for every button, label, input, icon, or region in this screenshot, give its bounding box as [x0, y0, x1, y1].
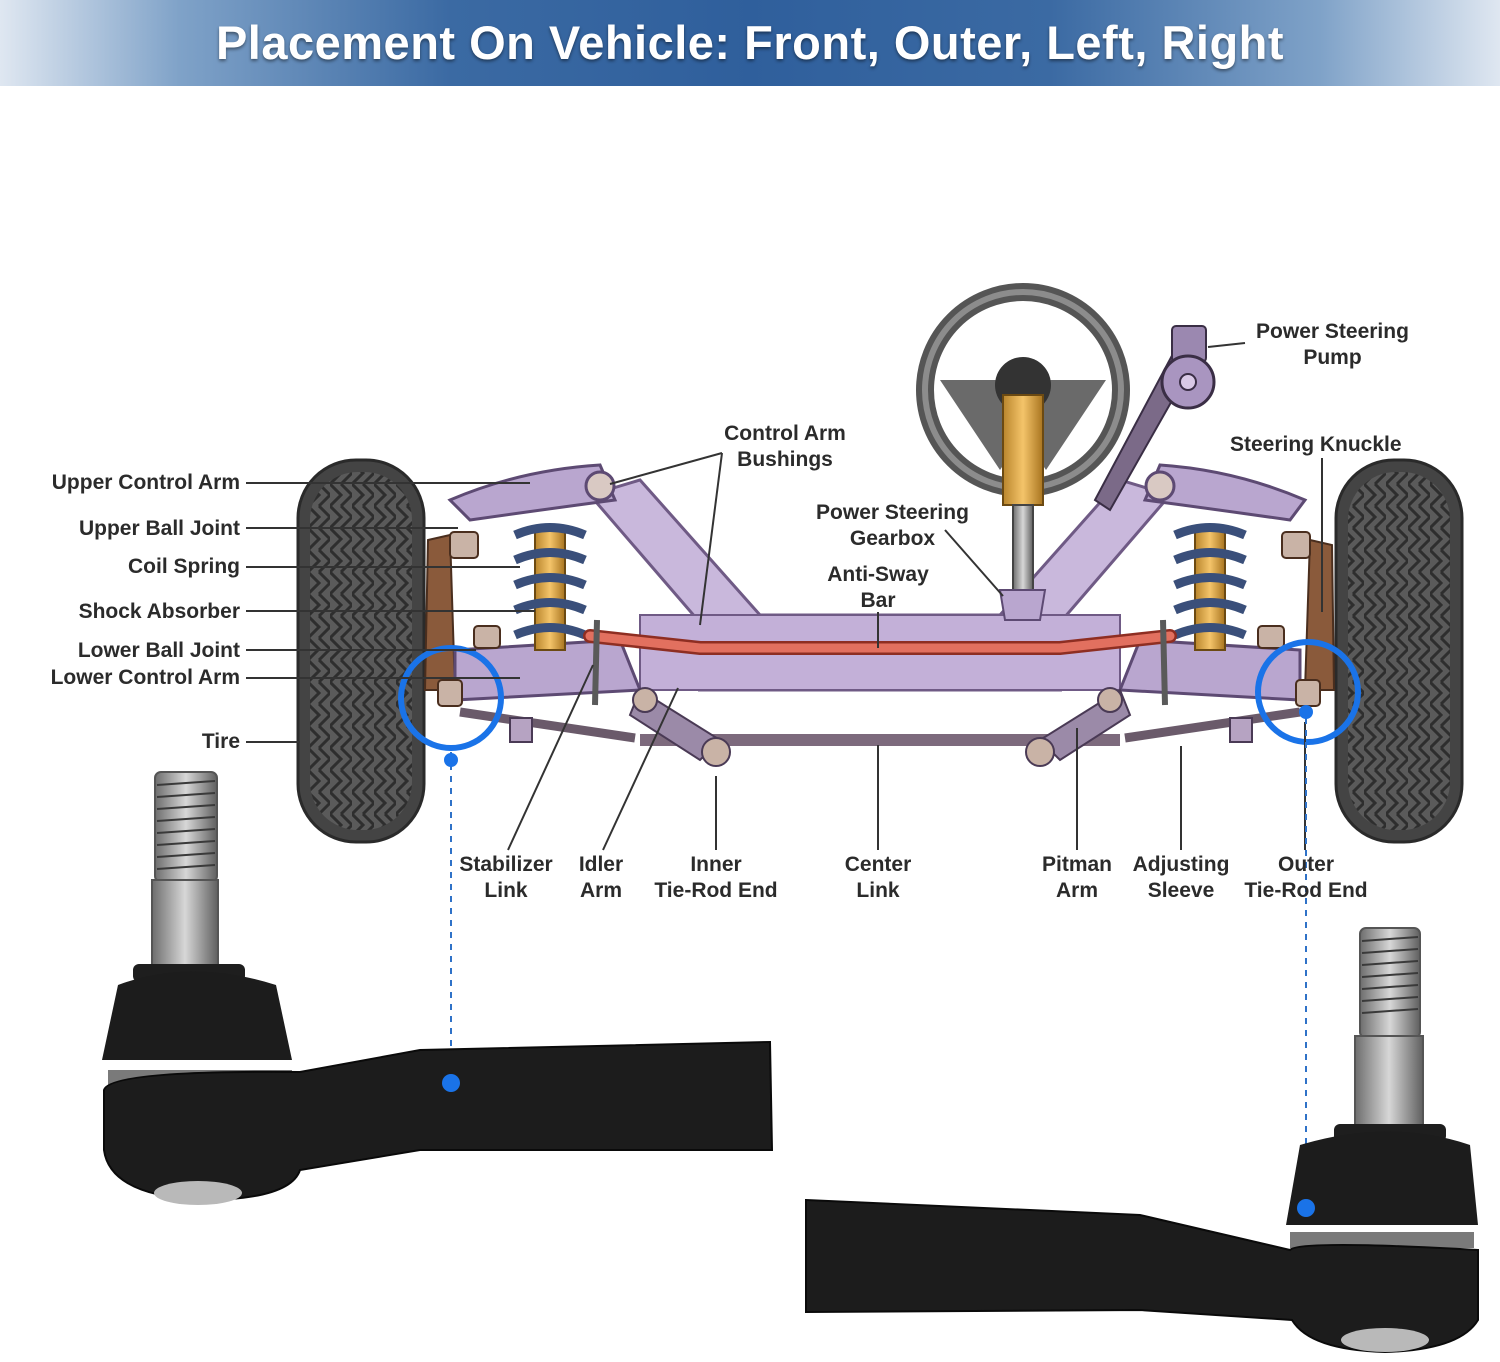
label-center-link-line1: Center — [844, 853, 912, 876]
label-steering-knuckle: Steering Knuckle — [1230, 433, 1402, 456]
right-tire — [1334, 458, 1464, 844]
label-upper-ball-joint: Upper Ball Joint — [78, 517, 240, 540]
label-control-arm-bushings-line2: Bushings — [737, 448, 833, 471]
left-highlight-circle — [398, 645, 504, 751]
label-outer-tie-rod-end-line2: Tie-Rod End — [1244, 879, 1368, 902]
label-power-steering-pump: Power Steering Pump — [1240, 319, 1425, 371]
label-center-link-line2: Link — [856, 879, 900, 902]
label-center-link: Center Link — [818, 852, 938, 904]
label-control-arm-bushings-line1: Control Arm — [724, 422, 846, 445]
label-stabilizer-link-line2: Link — [484, 879, 528, 902]
label-idler-arm-line1: Idler — [578, 853, 624, 876]
steering-wheel — [916, 283, 1130, 621]
label-control-arm-bushings: Control Arm Bushings — [700, 421, 870, 473]
label-adjusting-sleeve-line1: Adjusting — [1132, 853, 1230, 876]
label-power-steering-gearbox-line2: Gearbox — [849, 527, 936, 550]
label-inner-tie-rod-end-line2: Tie-Rod End — [654, 879, 778, 902]
label-outer-tie-rod-end-line1: Outer — [1277, 853, 1334, 876]
label-power-steering-gearbox: Power Steering Gearbox — [800, 500, 985, 552]
label-stabilizer-link: Stabilizer Link — [446, 852, 566, 904]
label-anti-sway-bar: Anti-Sway Bar — [808, 562, 948, 614]
label-stabilizer-link-line1: Stabilizer — [459, 853, 553, 876]
power-steering-pump — [1093, 325, 1216, 512]
left-steering-knuckle — [423, 533, 457, 691]
label-inner-tie-rod-end-line1: Inner — [690, 853, 742, 876]
label-power-steering-pump-line2: Pump — [1303, 346, 1362, 369]
label-pitman-arm: Pitman Arm — [1027, 852, 1127, 904]
label-coil-spring: Coil Spring — [128, 555, 240, 578]
label-idler-arm: Idler Arm — [561, 852, 641, 904]
page-title: Placement On Vehicle: Front, Outer, Left… — [215, 16, 1285, 69]
label-lower-control-arm: Lower Control Arm — [50, 666, 240, 689]
label-anti-sway-bar-line2: Bar — [860, 589, 896, 612]
left-coil-spring — [513, 523, 587, 651]
label-power-steering-pump-line1: Power Steering — [1256, 320, 1409, 343]
label-pitman-arm-line2: Arm — [1055, 879, 1098, 902]
right-coil-spring — [1173, 523, 1247, 651]
label-adjusting-sleeve-line2: Sleeve — [1147, 879, 1215, 902]
label-idler-arm-line2: Arm — [579, 879, 622, 902]
label-shock-absorber: Shock Absorber — [78, 600, 240, 623]
leader-lines — [246, 342, 1323, 851]
label-power-steering-gearbox-line1: Power Steering — [816, 501, 969, 524]
right-upper-control-arm — [1142, 463, 1308, 522]
label-pitman-arm-line1: Pitman — [1041, 853, 1112, 876]
steering-linkage — [459, 687, 1301, 767]
label-tire: Tire — [201, 730, 240, 753]
dashed-connectors — [450, 718, 1307, 1205]
label-outer-tie-rod-end: Outer Tie-Rod End — [1230, 852, 1382, 904]
label-upper-control-arm: Upper Control Arm — [51, 471, 240, 494]
right-highlight-circle — [1255, 639, 1361, 745]
right-tie-rod-end-part — [805, 927, 1479, 1354]
label-anti-sway-bar-line1: Anti-Sway — [827, 563, 929, 586]
label-lower-ball-joint: Lower Ball Joint — [77, 639, 240, 662]
right-steering-knuckle — [1303, 538, 1336, 691]
header-banner — [0, 0, 1500, 86]
label-adjusting-sleeve: Adjusting Sleeve — [1121, 852, 1241, 904]
left-tie-rod-end-part — [102, 771, 774, 1205]
label-inner-tie-rod-end: Inner Tie-Rod End — [641, 852, 791, 904]
